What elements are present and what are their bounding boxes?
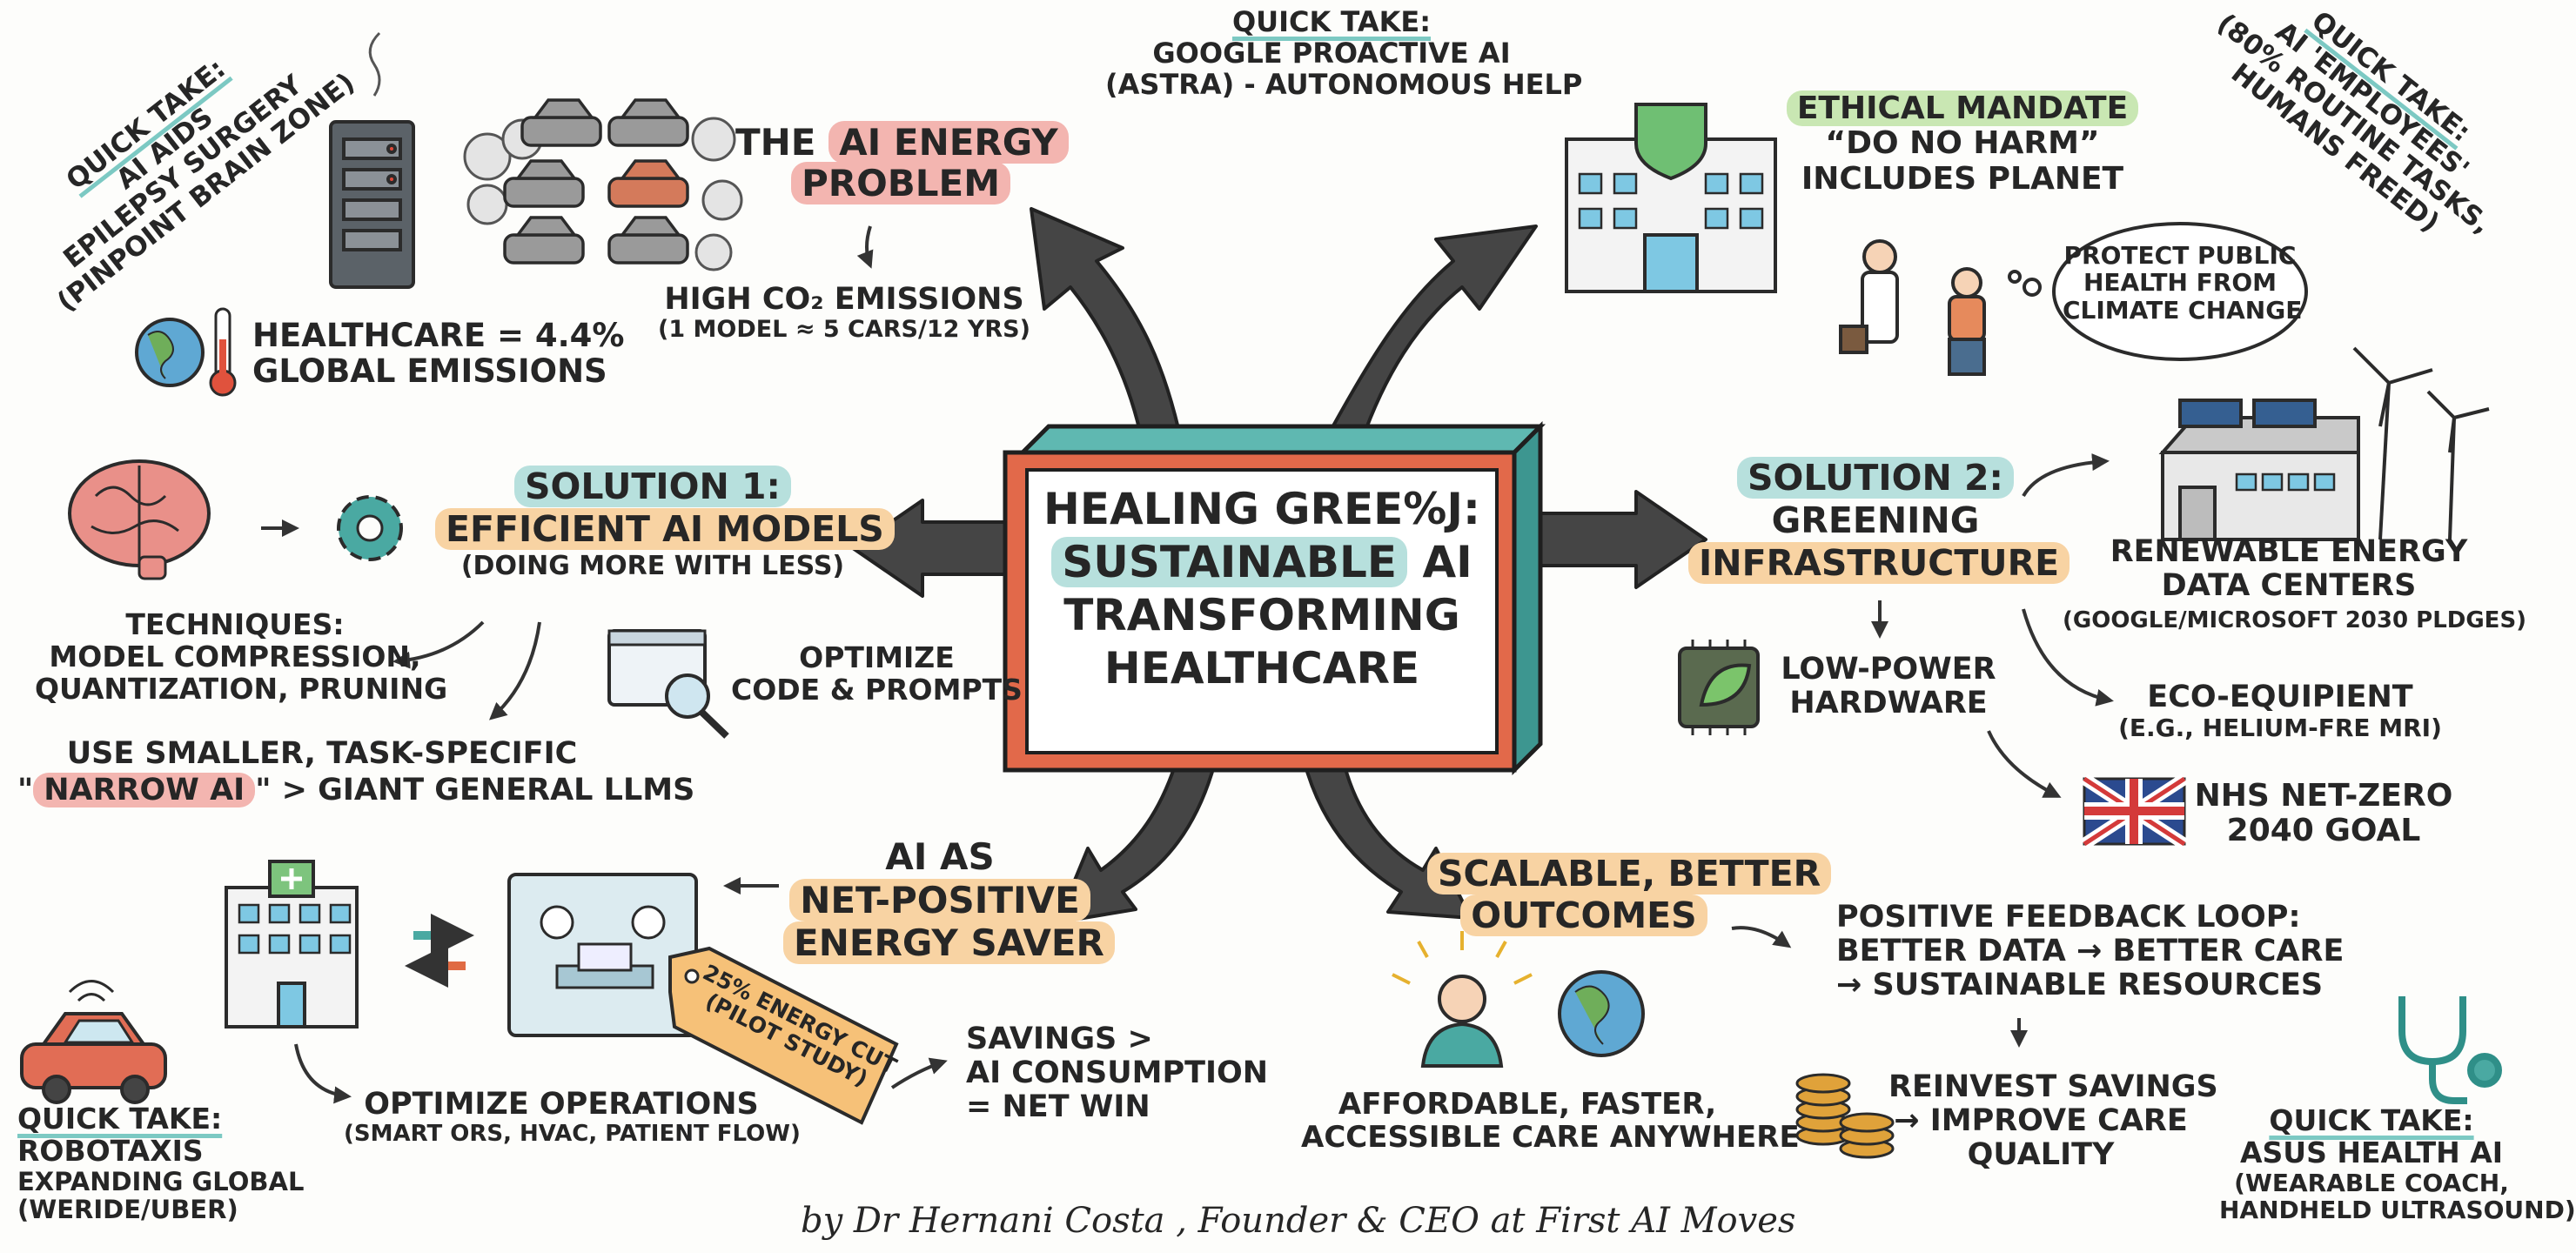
net-positive-highlight: NET-POSITIVE xyxy=(789,878,1090,921)
lowpower-text: LOW-POWER HARDWARE xyxy=(1781,652,1996,721)
eco-equipment-text: ECO-EQUIPIENT (E.G., HELIUM-FRE MRI) xyxy=(2118,680,2442,743)
ethical-heading: ETHICAL MANDATE xyxy=(1786,90,2139,126)
server-icon xyxy=(329,120,415,289)
arrow-right xyxy=(1530,490,1707,589)
coins-icon xyxy=(1795,1073,1895,1159)
title-line2: SUSTAINABLE AI xyxy=(1031,536,1493,589)
nhs-text: NHS NET-ZERO 2040 GOAL xyxy=(2194,778,2453,849)
title-line3: TRANSFORMING xyxy=(1063,590,1460,640)
energy-tag-icon xyxy=(668,946,899,1125)
thought-bubble-icon xyxy=(2008,222,2308,361)
optimize-operations-text: OPTIMIZE OPERATIONS (SMART ORS, HVAC, PA… xyxy=(344,1087,801,1148)
emissions-text: HIGH CO₂ EMISSIONS (1 MODEL ≈ 5 CARS/12 … xyxy=(658,282,1030,344)
quick-take-google: QUICK TAKE: GOOGLE PROACTIVE AI (ASTRA) … xyxy=(1105,5,1583,101)
ethical-block: ETHICAL MANDATE “DO NO HARM” INCLUDES PL… xyxy=(1771,90,2154,197)
feedback-loop-text: POSITIVE FEEDBACK LOOP: BETTER DATA → BE… xyxy=(1836,900,2345,1003)
solution2-block: SOLUTION 2: GREENING INFRASTRUCTURE xyxy=(1688,457,2070,586)
renewable-text: RENEWABLE ENERGY DATA CENTERS (GOOGLE/MI… xyxy=(2063,534,2527,634)
title-highlight: SUSTAINABLE xyxy=(1051,537,1408,587)
energy-saver-block: AI AS NET-POSITIVE ENERGY SAVER xyxy=(783,835,1115,965)
solution2-label: SOLUTION 2: xyxy=(1737,457,2014,499)
solution1-heading: EFFICIENT AI MODELS xyxy=(435,508,895,551)
hospital-icon xyxy=(225,860,359,1029)
arrow-down-left xyxy=(1056,764,1216,924)
outcomes-highlight: OUTCOMES xyxy=(1460,895,1707,937)
car-icon-group xyxy=(503,98,689,265)
energy-problem-heading: THE AI ENERGY PROBLEM xyxy=(735,121,1069,205)
chip-leaf-icon xyxy=(1678,640,1760,735)
techniques-text: TECHNIQUES: MODEL COMPRESSION, QUANTIZAT… xyxy=(35,607,448,706)
solution1-label: SOLUTION 1: xyxy=(514,466,791,507)
footer-byline: by Dr Hernani Costa , Founder & CEO at F… xyxy=(801,1201,1796,1241)
healthcare-emissions: HEALTHCARE = 4.4% GLOBAL EMISSIONS xyxy=(252,317,625,391)
patient-icon xyxy=(1839,239,1986,376)
gear-icon xyxy=(337,495,403,561)
solar-datacenter-icon xyxy=(2158,399,2360,541)
reinvest-text: REINVEST SAVINGS → IMPROVE CARE QUALITY xyxy=(1888,1069,2218,1173)
hospital-icon-ethical xyxy=(1565,103,1777,293)
central-box xyxy=(1003,420,1546,776)
stethoscope-icon xyxy=(2398,996,2502,1104)
brain-icon xyxy=(68,459,211,580)
thermometer-icon xyxy=(209,307,237,397)
affordable-text: AFFORDABLE, FASTER, ACCESSIBLE CARE ANYW… xyxy=(1301,1087,1800,1156)
arrow-up-left xyxy=(1030,207,1185,454)
central-arrows xyxy=(851,207,1707,924)
arrow-up-right xyxy=(1317,224,1538,454)
code-search-icon xyxy=(607,629,729,739)
problem-word: PROBLEM xyxy=(790,162,1011,205)
solution1-block: SOLUTION 1: EFFICIENT AI MODELS (DOING M… xyxy=(435,466,895,582)
robotaxi-icon xyxy=(20,980,167,1104)
energy-saver-highlight: ENERGY SAVER xyxy=(783,921,1115,965)
operating-room-icon xyxy=(507,873,698,1037)
narrow-ai-highlight: NARROW AI xyxy=(33,773,256,807)
quick-take-robotaxis: QUICK TAKE: ROBOTAXIS EXPANDING GLOBAL (… xyxy=(17,1102,305,1225)
energy-highlight: AI ENERGY xyxy=(828,121,1069,164)
narrow-ai-text: USE SMALLER, TASK-SPECIFIC "NARROW AI" >… xyxy=(17,736,695,807)
central-title: HEALING GREE%J: SUSTAINABLE AI TRANSFORM… xyxy=(1031,483,1493,695)
thought-bubble-text: PROTECT PUBLIC HEALTH FROM CLIMATE CHANG… xyxy=(2063,241,2303,325)
solution2-heading: INFRASTRUCTURE xyxy=(1688,542,2070,585)
globe-icon xyxy=(135,318,205,387)
outcomes-block: SCALABLE, BETTER OUTCOMES xyxy=(1427,853,1832,937)
smoke-icon xyxy=(368,31,743,271)
optimize-code-text: OPTIMIZE CODE & PROMPTS xyxy=(731,640,1023,707)
title-line4: HEALTHCARE xyxy=(1104,643,1420,694)
quick-take-asus: QUICK TAKE: ASUS HEALTH AI (WEARABLE COA… xyxy=(2219,1103,2576,1225)
uk-flag-icon xyxy=(2081,774,2188,849)
globe-icon-outcomes xyxy=(1558,970,1645,1057)
solution1-subheading: (DOING MORE WITH LESS) xyxy=(460,551,845,582)
title-line1: HEALING GREE%J: xyxy=(1043,484,1480,534)
doctor-icon xyxy=(1392,931,1533,1068)
savings-text: SAVINGS > AI CONSUMPTION = NET WIN xyxy=(966,1022,1269,1125)
wind-turbine-icon xyxy=(2352,346,2490,540)
scalable-highlight: SCALABLE, BETTER xyxy=(1427,853,1832,895)
problem-arrow xyxy=(856,225,874,269)
